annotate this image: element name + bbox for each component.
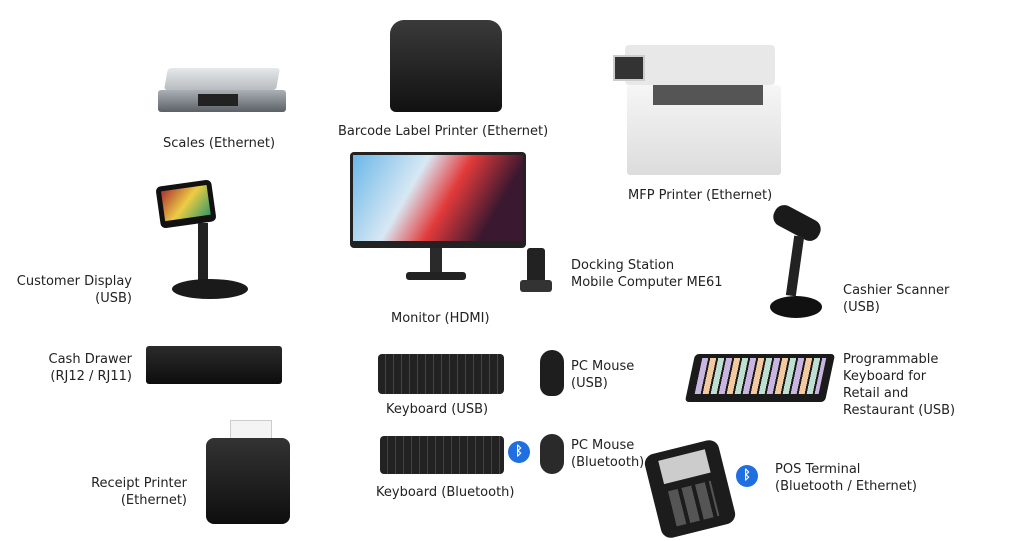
mfp-printer-image [613, 45, 781, 175]
keyboard-bluetooth-image [380, 436, 504, 474]
cashier-scanner-image [764, 201, 828, 320]
mouse-bluetooth-label: PC Mouse(Bluetooth) [571, 438, 645, 470]
bluetooth-icon: ᛒ [508, 441, 530, 463]
mfp-printer-label: MFP Printer (Ethernet) [628, 188, 773, 203]
keyboard-usb-label: Keyboard (USB) [386, 402, 489, 417]
programmable-keyboard-image [684, 354, 836, 402]
monitor-label: Monitor (HDMI) [391, 311, 490, 326]
mouse-usb-label: PC Mouse(USB) [571, 359, 635, 391]
receipt-printer-image [206, 420, 290, 524]
barcode-printer-image [390, 20, 502, 112]
receipt-printer-label: Receipt Printer(Ethernet) [91, 476, 187, 508]
monitor-image [350, 152, 526, 287]
pos-terminal-image [642, 438, 738, 540]
cash-drawer-label: Cash Drawer(RJ12 / RJ11) [48, 352, 132, 384]
keyboard-bluetooth-label: Keyboard (Bluetooth) [376, 485, 515, 500]
cash-drawer-image [146, 346, 282, 384]
mouse-bluetooth-image [540, 434, 564, 474]
barcode-printer-label: Barcode Label Printer (Ethernet) [338, 124, 549, 139]
customer-display-label: Customer Display(USB) [16, 274, 132, 306]
scales-label: Scales (Ethernet) [163, 136, 276, 151]
pos-terminal-label: POS Terminal(Bluetooth / Ethernet) [775, 462, 917, 494]
cashier-scanner-label: Cashier Scanner(USB) [843, 283, 950, 315]
docking-station-image [520, 248, 552, 294]
customer-display-image [155, 179, 250, 308]
keyboard-usb-image [378, 354, 504, 394]
scales-image [158, 68, 286, 116]
mouse-usb-image [540, 350, 564, 396]
bluetooth-icon: ᛒ [736, 465, 758, 487]
